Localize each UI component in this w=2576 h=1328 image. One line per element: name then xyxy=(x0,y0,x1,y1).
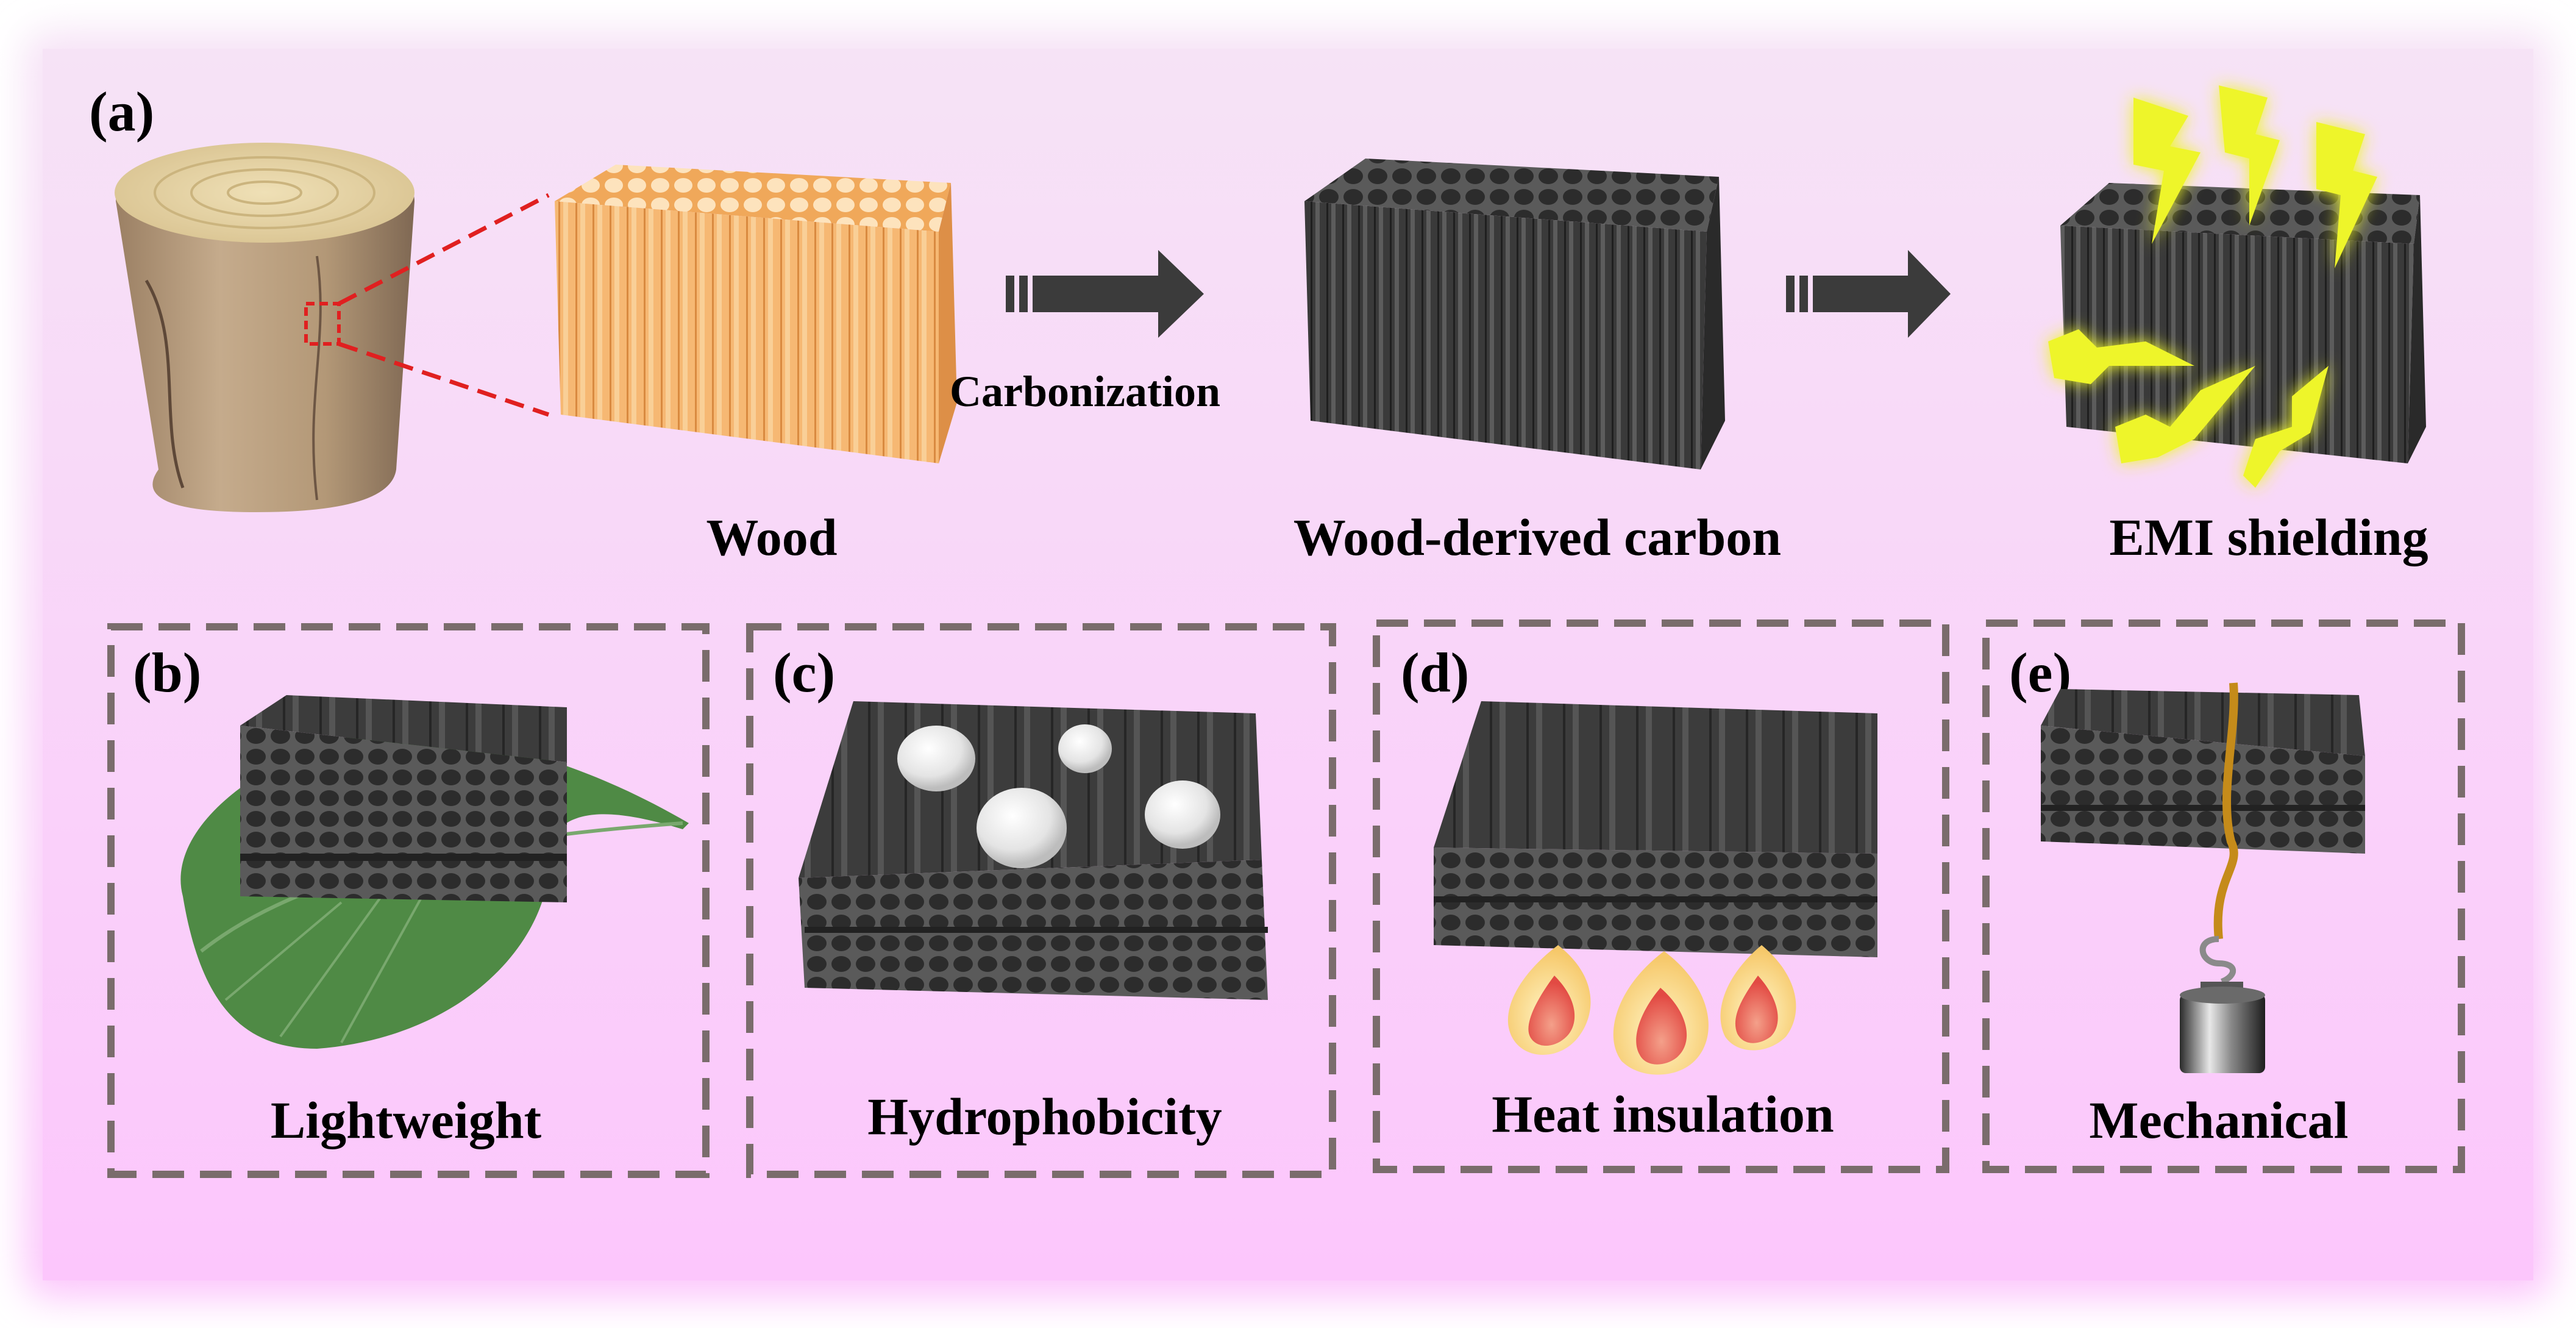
panel-c-caption: Hydrophobicity xyxy=(867,1087,1222,1146)
flame-icon xyxy=(1507,945,1591,1055)
flame-icon xyxy=(1720,945,1796,1051)
zoom-region-marker xyxy=(304,302,341,346)
water-droplet-icon xyxy=(1145,780,1220,849)
lightning-bolt-icon xyxy=(2219,85,2280,226)
panel-c: (c) Hydrophobicity xyxy=(746,623,1336,1178)
weight-icon xyxy=(2180,936,2265,1073)
emi-block-illustration xyxy=(2060,183,2426,463)
flames xyxy=(1507,945,1796,1075)
lightning-bolt-icon xyxy=(2048,329,2194,384)
panel-b-letter: (b) xyxy=(133,641,201,704)
panel-a-letter: (a) xyxy=(89,80,154,143)
water-droplet-icon xyxy=(977,788,1067,868)
insulating-carbon-block xyxy=(1434,701,1877,957)
water-droplet-icon xyxy=(897,726,975,791)
panel-d-caption: Heat insulation xyxy=(1492,1085,1834,1143)
panel-a: (a) Carbonization xyxy=(89,80,2428,566)
lightning-bolt-icon xyxy=(2316,122,2377,268)
emi-arrow xyxy=(1786,250,1951,338)
wood-block-illustration xyxy=(555,165,957,463)
carbon-block-illustration xyxy=(1304,159,1725,469)
lightning-bolt-icon xyxy=(2243,366,2329,488)
water-droplets xyxy=(897,724,1220,868)
lightweight-carbon-block xyxy=(240,695,567,902)
lightning-bolt-icon xyxy=(2133,98,2201,244)
panel-e-caption: Mechanical xyxy=(2089,1091,2348,1149)
emi-caption: EMI shielding xyxy=(2109,508,2428,566)
panel-e-border xyxy=(1982,619,2465,1173)
panel-d-border xyxy=(1373,619,1949,1173)
panel-c-border xyxy=(746,623,1336,1178)
zoom-line-top xyxy=(338,193,550,306)
panel-c-letter: (c) xyxy=(773,641,835,704)
carbonization-label: Carbonization xyxy=(950,367,1220,416)
zoom-line-bottom xyxy=(338,341,550,417)
lightning-bolts xyxy=(2048,85,2377,488)
lightning-bolt-icon xyxy=(2115,366,2255,463)
carbonization-arrow xyxy=(1006,250,1204,338)
panel-b: (b) Lightweight xyxy=(107,623,710,1178)
hanging-string xyxy=(2213,682,2238,940)
wood-caption: Wood xyxy=(706,508,837,566)
mechanical-carbon-block xyxy=(2041,689,2365,854)
panel-d: (d) Heat insulation xyxy=(1373,619,1949,1173)
flame-icon xyxy=(1613,951,1709,1075)
panel-d-letter: (d) xyxy=(1401,641,1469,704)
panel-b-caption: Lightweight xyxy=(271,1091,542,1149)
panel-e: (e) Mechanical xyxy=(1982,619,2465,1173)
tree-stump-image xyxy=(115,143,415,512)
carbon-caption: Wood-derived carbon xyxy=(1293,508,1781,566)
water-droplet-icon xyxy=(1058,724,1112,773)
panel-b-border xyxy=(107,623,710,1178)
